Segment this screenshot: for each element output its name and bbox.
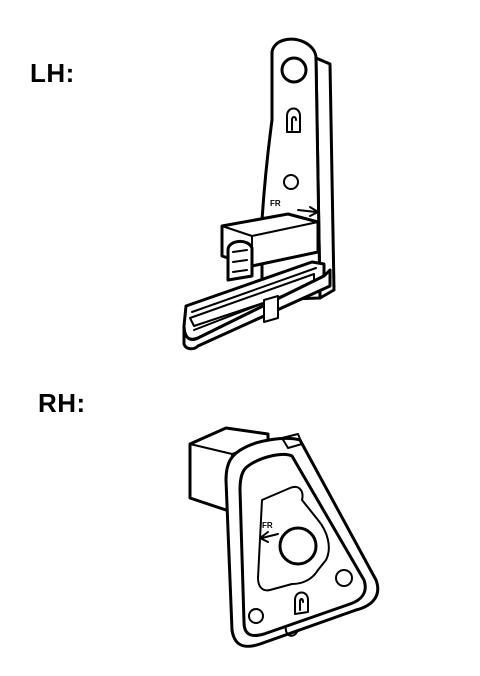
- rh-label: RH:: [38, 388, 86, 418]
- rh-bracket-drawing: FR: [188, 426, 380, 648]
- lh-fr-arrow-shaft: [297, 209, 317, 213]
- lh-fr-mark: FR: [270, 199, 281, 208]
- rh-bottom-notch: [284, 625, 299, 637]
- lh-rail-foot: [263, 295, 279, 323]
- lh-slot-hole: [286, 107, 301, 133]
- lh-small-hole: [283, 174, 299, 190]
- rh-top-tab: [281, 433, 303, 449]
- lh-fr-arrow-head: [309, 206, 319, 217]
- rh-raised-pad: [257, 486, 330, 592]
- rh-left-hole: [248, 608, 264, 624]
- lh-rail-lip: [182, 268, 332, 351]
- rh-fr-arrow-shaft: [261, 533, 279, 539]
- rh-right-hole: [335, 569, 353, 587]
- lh-label: LH:: [30, 58, 75, 88]
- rh-slot-hole: [294, 591, 309, 615]
- rh-fr-mark: FR: [262, 521, 273, 530]
- lh-top-hole: [280, 56, 308, 84]
- rh-fr-arrow-head: [259, 531, 269, 543]
- lh-bracket-drawing: FR: [182, 37, 336, 351]
- rh-center-hole: [278, 526, 318, 566]
